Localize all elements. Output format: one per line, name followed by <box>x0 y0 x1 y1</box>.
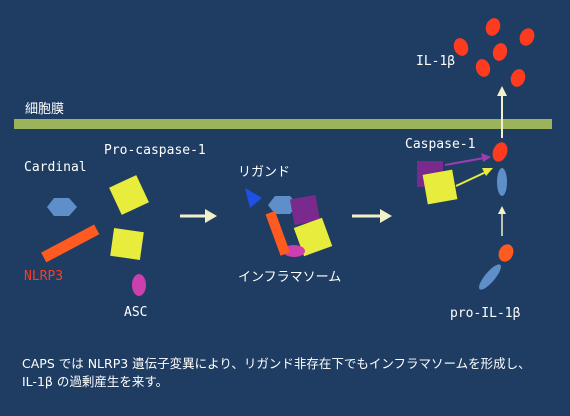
il1b-particle <box>475 59 491 77</box>
il1b-mature-red <box>492 142 508 162</box>
il1b-particle <box>485 18 501 36</box>
secretion-arrow <box>497 86 507 138</box>
inflammasome-complex <box>245 188 333 257</box>
cleavage-arrows <box>444 153 493 187</box>
cardinal-hexagon <box>47 198 77 216</box>
process-arrow-1 <box>180 209 217 223</box>
membrane-label: 細胞膜 <box>25 102 65 117</box>
il1b-cleaved-blue <box>497 168 507 196</box>
cell-membrane-bar <box>14 119 552 129</box>
pro-caspase-label: Pro-caspase-1 <box>104 143 206 158</box>
il1b-particle <box>519 28 535 46</box>
ligand-triangle <box>245 188 262 208</box>
nlrp3-bar <box>41 224 100 263</box>
caspase-label: Caspase-1 <box>405 137 476 152</box>
asc-label: ASC <box>124 305 148 320</box>
il1b-label: IL-1β <box>416 54 456 69</box>
procaspase-square-bottom <box>110 228 144 260</box>
purple-square-complex <box>289 194 321 226</box>
ligand-label: リガンド <box>238 165 291 180</box>
il1b-particle <box>453 38 469 56</box>
asc-oval-complex <box>283 245 305 257</box>
pro-il1b-label: pro-IL-1β <box>450 306 521 321</box>
caption-line-1: CAPS では NLRP3 遺伝子変異により、リガンド非存在下でもインフラマソー… <box>22 356 531 371</box>
nlrp3-bar-complex <box>265 210 290 256</box>
cardinal-label: Cardinal <box>24 160 87 175</box>
caption-line-2: IL-1β の過剰産生を来す。 <box>22 374 169 389</box>
process-arrow-2 <box>352 209 392 223</box>
caspase-yellow-square <box>422 169 458 205</box>
pro-il1b-molecule <box>479 244 514 290</box>
processing-arrow-up <box>498 206 506 236</box>
il1b-particle <box>492 43 508 61</box>
il1b-particle <box>510 69 526 87</box>
procaspase-square-top <box>109 175 149 215</box>
caption: CAPS では NLRP3 遺伝子変異により、リガンド非存在下でもインフラマソー… <box>22 355 552 391</box>
nlrp3-label: NLRP3 <box>24 269 64 284</box>
il1b-particles <box>453 18 535 87</box>
asc-oval <box>132 274 146 296</box>
yellow-square-complex <box>293 217 333 257</box>
inflammasome-label: インフラマソーム <box>238 270 342 285</box>
